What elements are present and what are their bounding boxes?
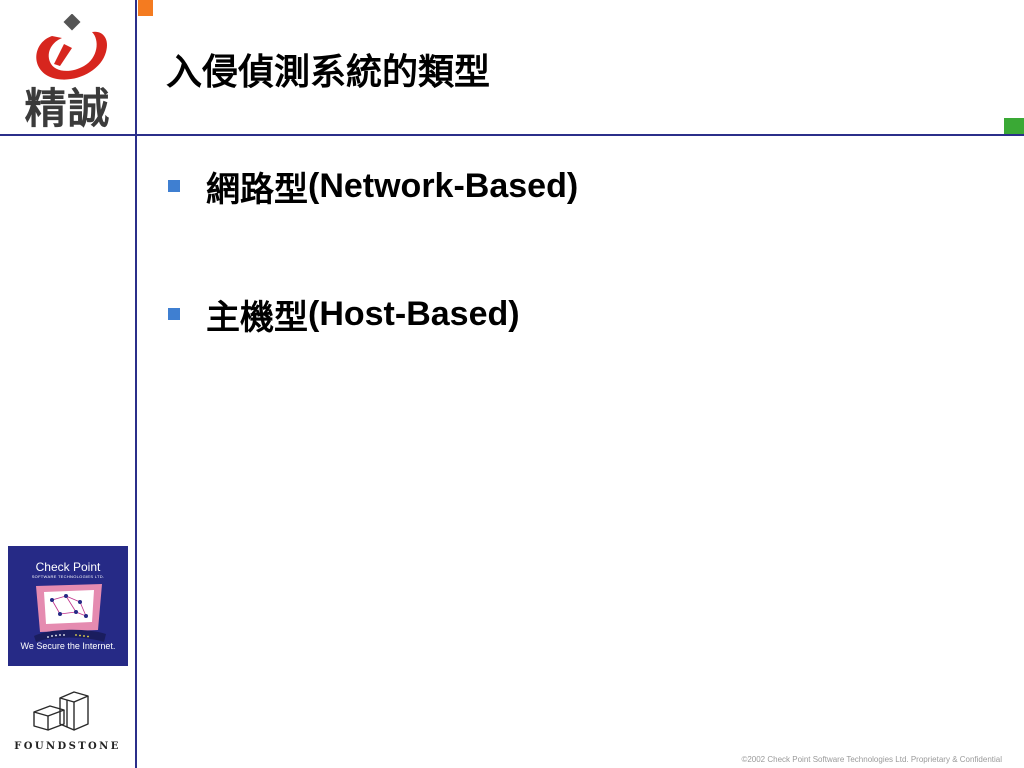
checkpoint-subtitle: SOFTWARE TECHNOLOGIES LTD. <box>31 574 105 579</box>
slide-title: 入侵偵測系統的類型 <box>166 51 491 93</box>
bullet-label-en: (Network-Based) <box>308 166 579 205</box>
checkpoint-logo: Check Point SOFTWARE TECHNOLOGIES LTD. <box>8 546 128 666</box>
checkpoint-tagline: We Secure the Internet. <box>20 641 116 651</box>
bullet-label-zh: 主機型 <box>206 297 308 338</box>
foundstone-name: FOUNDSTONE <box>14 741 121 752</box>
company-logo-text: 精誠 <box>24 84 111 133</box>
bullet-network-based: 網路型 (Network-Based) <box>168 164 579 210</box>
bullet-host-based: 主機型 (Host-Based) <box>168 292 520 338</box>
square-bullet-icon <box>168 180 180 192</box>
checkpoint-name: Check Point <box>35 560 101 574</box>
network-monitor-icon <box>34 584 106 642</box>
accent-square-orange <box>138 0 153 16</box>
frame-horizontal-line <box>0 134 1024 136</box>
accent-square-green <box>1004 118 1024 134</box>
company-logo-icon <box>36 14 108 80</box>
bullet-label-en: (Host-Based) <box>308 294 520 333</box>
bullet-label-zh: 網路型 <box>206 169 308 210</box>
frame-vertical-line <box>135 0 137 768</box>
square-bullet-icon <box>168 308 180 320</box>
foundstone-blocks-icon <box>33 691 89 731</box>
footer-copyright: ©2002 Check Point Software Technologies … <box>741 755 1002 764</box>
